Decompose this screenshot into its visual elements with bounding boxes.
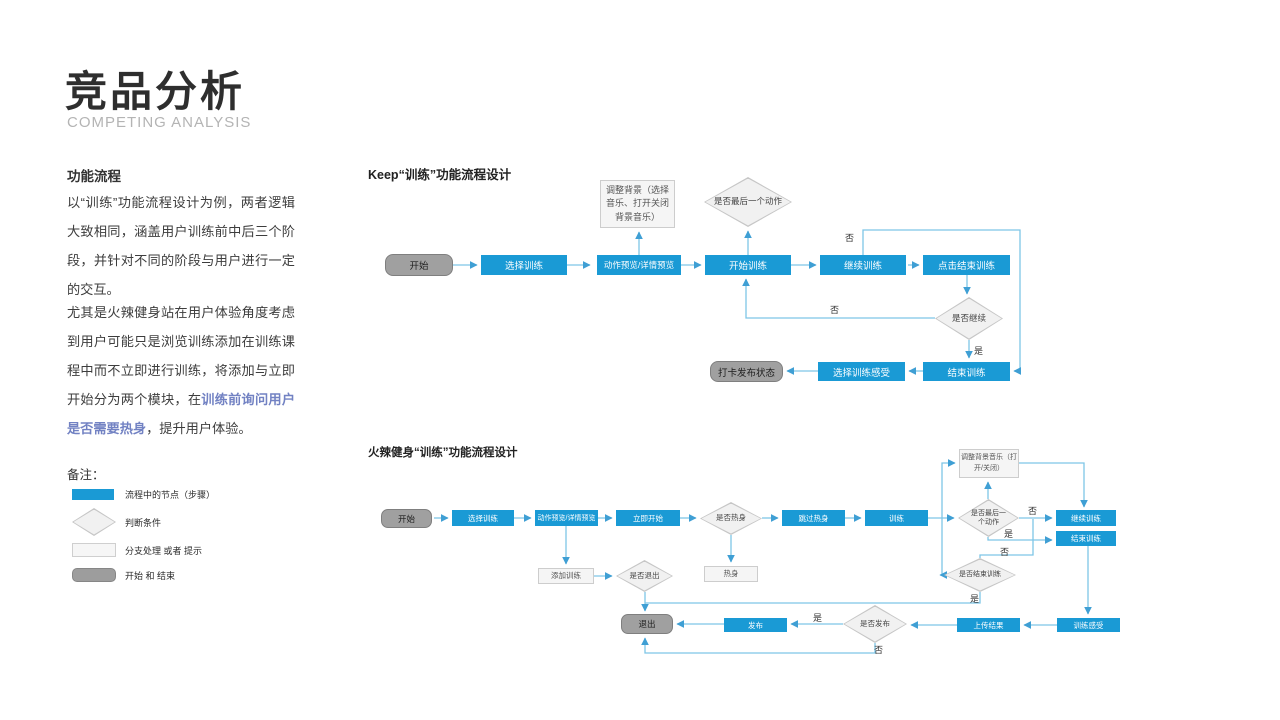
- hot-decision-is-exit: 是否退出: [616, 560, 673, 592]
- hot-node-action-preview: 动作预览/详情预览: [535, 510, 598, 526]
- hot-node-adjust-music: 调整背景音乐（打开/关闭）: [959, 449, 1019, 478]
- hot-decision-is-warmup: 是否热身: [700, 502, 762, 535]
- edge-label-yes: 是: [974, 346, 984, 356]
- hot-node-continue-training: 继续训练: [1056, 510, 1116, 526]
- keep-flow-title: Keep“训练”功能流程设计: [368, 168, 512, 182]
- process-node-swatch: [72, 489, 114, 500]
- page-title: 竞品分析: [65, 68, 246, 115]
- page-subtitle: COMPETING ANALYSIS: [67, 114, 252, 131]
- edge-label-yes: 是: [970, 594, 980, 604]
- legend-item-process: 流程中的节点（步骤）: [72, 489, 215, 500]
- hot-node-select-training: 选择训练: [452, 510, 514, 526]
- intro-paragraph: 以“训练”功能流程设计为例，两者逻辑大致相同，涵盖用户训练前中后三个阶段，并针对…: [67, 195, 295, 297]
- edge-label-no: 否: [1028, 506, 1038, 516]
- keep-decision-is-last-action: 是否最后一个动作: [704, 177, 792, 227]
- legend-item-branch: 分支处理 或者 提示: [72, 543, 202, 557]
- keep-node-action-preview: 动作预览/详情预览: [597, 255, 681, 275]
- edge-label-no: 否: [874, 645, 884, 655]
- hot-node-training-feeling: 训练感受: [1057, 618, 1120, 632]
- analysis-text-highlight: 训练前询问用户是否需要热身: [67, 392, 296, 436]
- legend-label: 分支处理 或者 提示: [125, 545, 203, 556]
- hot-node-end-training: 结束训练: [1056, 531, 1116, 546]
- hot-node-publish: 发布: [724, 618, 787, 632]
- keep-node-continue-training: 继续训练: [820, 255, 906, 275]
- decision-label: 是否继续: [951, 312, 986, 323]
- keep-node-select-feeling: 选择训练感受: [818, 362, 905, 381]
- hot-decision-is-end-training: 是否结束训练: [944, 558, 1016, 592]
- analysis-text-after: ，提升用户体验。: [146, 421, 252, 436]
- legend-title: 备注：: [67, 468, 105, 482]
- keep-node-start: 开始: [385, 254, 453, 276]
- hot-flow-title: 火辣健身“训练”功能流程设计: [368, 447, 518, 459]
- hot-node-add-training: 添加训练: [538, 568, 594, 584]
- hot-node-exit: 退出: [621, 614, 673, 634]
- decision-label: 是否发布: [860, 618, 890, 628]
- hot-node-warmup: 热身: [704, 566, 758, 582]
- edge-label-yes: 是: [1004, 529, 1014, 539]
- keep-node-punch-status: 打卡发布状态: [710, 361, 783, 382]
- legend-label: 开始 和 结束: [125, 570, 176, 581]
- decision-label: 是否最后一个动作: [713, 196, 782, 207]
- edge-label-no: 否: [830, 305, 840, 315]
- legend-label: 判断条件: [125, 517, 162, 528]
- legend-label: 流程中的节点（步骤）: [125, 490, 216, 500]
- startend-box-swatch: [72, 568, 116, 582]
- section-title: 功能流程: [67, 169, 121, 184]
- keep-decision-is-continue: 是否继续: [935, 297, 1003, 340]
- legend-item-startend: 开始 和 结束: [72, 568, 175, 582]
- edge-label-no: 否: [1000, 547, 1010, 557]
- hot-node-skip-warmup: 跳过热身: [782, 510, 845, 526]
- decision-label: 是否热身: [716, 513, 746, 523]
- decision-label: 是否结束训练: [959, 571, 1001, 579]
- hot-node-start: 开始: [381, 509, 432, 528]
- branch-box-swatch: [72, 543, 116, 557]
- keep-node-end-training: 结束训练: [923, 362, 1010, 381]
- legend-item-decision: 判断条件: [72, 508, 161, 536]
- hot-node-training: 训练: [865, 510, 928, 526]
- keep-node-click-end-training: 点击结束训练: [923, 255, 1010, 275]
- decision-label: 是否退出: [629, 570, 660, 580]
- hot-decision-is-last-action: 是否最后一个动作: [958, 499, 1019, 537]
- hot-node-upload-result: 上传结果: [957, 618, 1020, 632]
- analysis-paragraph: 尤其是火辣健身站在用户体验角度考虑到用户可能只是浏览训练添加在训练课程中而不立即…: [67, 298, 295, 443]
- analysis-text-before: 尤其是火辣健身站在用户体验角度考虑到用户可能只是浏览训练添加在训练课程中而不立即…: [67, 305, 295, 407]
- hot-decision-is-publish: 是否发布: [843, 605, 907, 643]
- edge-label-yes: 是: [813, 613, 823, 623]
- decision-label: 是否最后一个动作: [971, 509, 1006, 526]
- keep-node-select-training: 选择训练: [481, 255, 567, 275]
- decision-diamond-swatch: [72, 508, 116, 536]
- keep-node-start-training: 开始训练: [705, 255, 791, 275]
- keep-node-adjust-background: 调整背景（选择音乐、打开关闭背景音乐）: [600, 180, 675, 228]
- edge-label-no: 否: [845, 233, 855, 243]
- hot-node-start-now: 立即开始: [616, 510, 680, 526]
